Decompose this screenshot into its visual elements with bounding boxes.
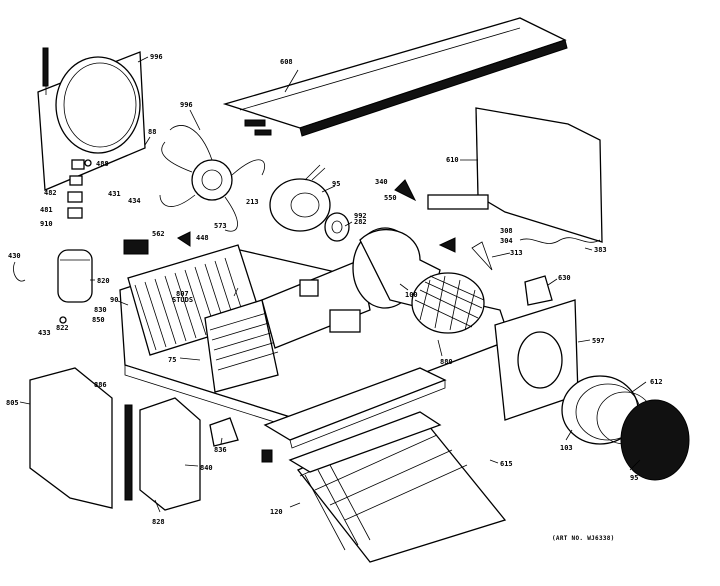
callout-383: 383	[594, 246, 607, 254]
fan-blade	[159, 125, 266, 232]
callout-90: 90	[110, 296, 118, 304]
callout-840: 840	[200, 464, 213, 472]
callout-597: 597	[592, 337, 605, 345]
screw	[84, 159, 92, 167]
callout-431: 431	[108, 190, 121, 198]
callout-labels: 608 996 996 88 610 95 282 880 100 615 12…	[6, 53, 663, 526]
bracket-tri	[177, 231, 191, 247]
top-panel	[222, 17, 568, 137]
fan-motor	[269, 164, 331, 232]
filter-strip	[124, 404, 133, 501]
grille-frame	[288, 411, 442, 551]
control-bar	[427, 194, 489, 210]
callout-120: 120	[270, 508, 283, 516]
callout-630: 630	[558, 274, 571, 282]
callout-studs: STUDS	[172, 296, 193, 304]
callout-448: 448	[196, 234, 209, 242]
callout-828: 828	[152, 518, 165, 526]
capacitor-bracket	[524, 275, 553, 306]
clip-part	[69, 175, 83, 186]
callout-573: 573	[214, 222, 227, 230]
callout-308: 308	[500, 227, 513, 235]
callout-488: 488	[96, 160, 109, 168]
callout-910: 910	[40, 220, 53, 228]
callout-75: 75	[168, 356, 176, 364]
callout-282: 282	[354, 218, 367, 226]
ring-gasket	[324, 212, 350, 242]
callout-830: 830	[94, 306, 107, 314]
relay-wedge	[471, 241, 493, 271]
callout-430: 430	[8, 252, 21, 260]
callout-481: 481	[40, 206, 53, 214]
clip-part	[67, 207, 83, 219]
callout-610: 610	[446, 156, 459, 164]
control-assembly	[261, 259, 371, 349]
callout-822: 822	[56, 324, 69, 332]
callout-612: 612	[650, 378, 663, 386]
callout-100: 100	[405, 291, 418, 299]
callout-805: 805	[6, 399, 19, 407]
callout-433: 433	[38, 329, 51, 337]
grommet	[59, 316, 67, 324]
callout-608: 608	[280, 58, 293, 66]
callout-807: 807	[176, 290, 189, 298]
callout-850: 850	[92, 316, 105, 324]
heater-block	[123, 239, 149, 255]
callout-550: 550	[384, 194, 397, 202]
switch-tri	[394, 179, 417, 202]
art-number-label: (ART NO. WJ6338)	[552, 535, 615, 542]
callout-996: 996	[150, 53, 163, 61]
fan-shroud	[37, 47, 146, 191]
drain-pan	[263, 367, 447, 449]
callout-836: 836	[214, 446, 227, 454]
clip-part	[71, 159, 85, 170]
callout-880: 880	[440, 358, 453, 366]
back-panel	[475, 107, 603, 243]
callout-820: 820	[97, 277, 110, 285]
small-block	[261, 449, 273, 463]
relay-tri	[438, 237, 456, 253]
callout-996-blade: 996	[180, 101, 193, 109]
callout-103: 103	[560, 444, 573, 452]
front-right-panel	[494, 299, 579, 421]
callout-213: 213	[246, 198, 259, 206]
blower-wheel-drum	[411, 272, 485, 334]
callout-95-wheel: 95	[630, 474, 638, 482]
compressor	[57, 249, 93, 303]
lower-bracket	[209, 417, 239, 447]
left-side-panel	[29, 367, 113, 509]
callout-304: 304	[500, 237, 513, 245]
leader-lines	[19, 56, 647, 513]
evaporator-coil	[204, 299, 279, 393]
callout-88: 88	[148, 128, 156, 136]
wire-lead	[13, 261, 26, 282]
callout-434: 434	[128, 197, 141, 205]
callout-340: 340	[375, 178, 388, 186]
callout-562: 562	[152, 230, 165, 238]
callout-992: 992	[354, 212, 367, 220]
callout-615: 615	[500, 460, 513, 468]
clip-part	[67, 191, 83, 203]
callout-886: 886	[94, 381, 107, 389]
blower-wheel-dark	[620, 399, 690, 481]
right-wire	[519, 237, 601, 244]
callout-313: 313	[510, 249, 523, 257]
callout-482: 482	[44, 189, 57, 197]
filter-door	[139, 397, 201, 511]
callout-95-motor: 95	[332, 180, 340, 188]
